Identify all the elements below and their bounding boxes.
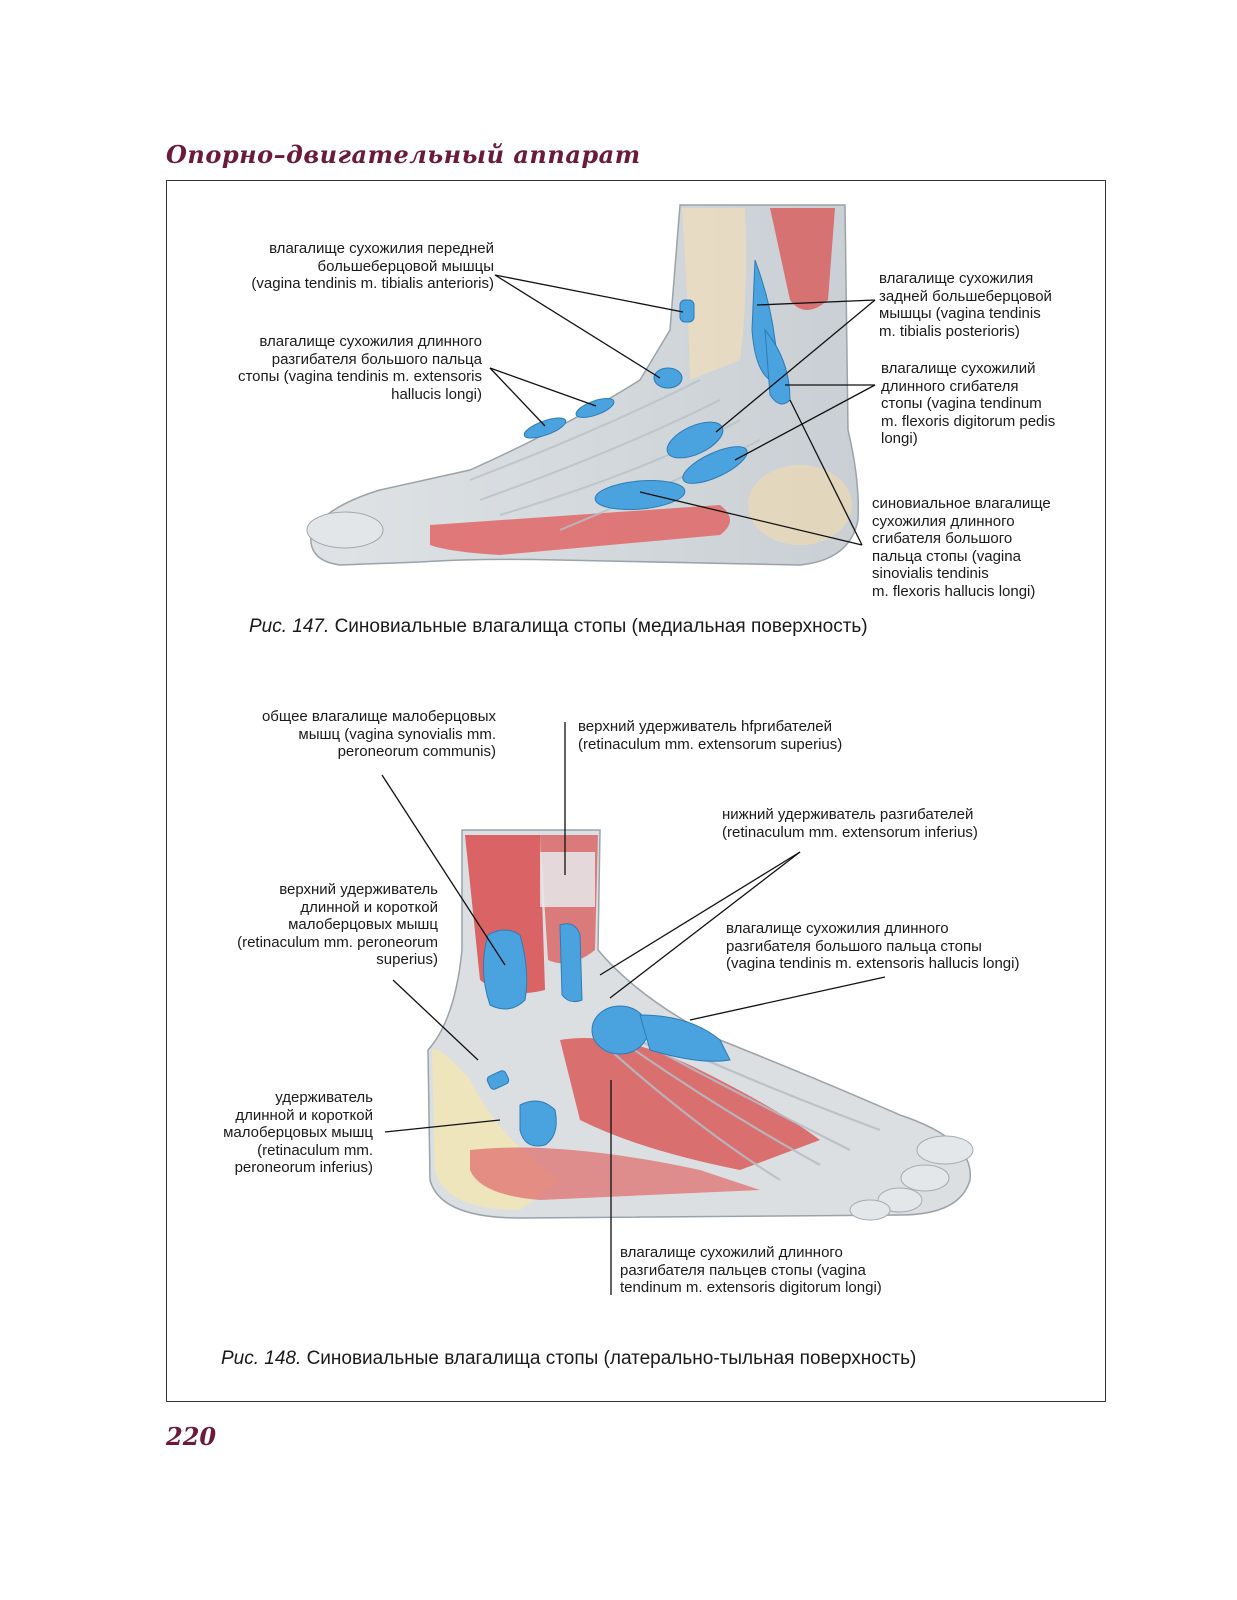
retinaculum-band: [540, 852, 595, 907]
figure-147-illustration: [306, 204, 876, 566]
label-tibialis-anterior-sheath: влагалище сухожилия передней большеберцо…: [251, 240, 494, 292]
figure-frame: [166, 180, 1106, 1402]
label-extensor-superior-retinaculum: верхний удерживатель hfргибателей (retin…: [578, 718, 843, 753]
synovial-sheaths-lateral: [482, 923, 731, 1147]
figure-147-title: Синовиальные влагалища стопы (медиальная…: [334, 616, 868, 637]
figure-148-caption: Рис. 148. Синовиальные влагалища стопы (…: [221, 1348, 916, 1370]
leader-lines-148: [381, 722, 886, 1295]
calf-muscles: [770, 208, 835, 310]
label-extensor-hallucis-sheath-147: влагалище сухожилия длинного разгибателя…: [237, 333, 482, 403]
label-flexor-hallucis-sheath: синовиальное влагалище сухожилия длинног…: [872, 495, 1051, 600]
page-number: 220: [166, 1422, 217, 1451]
label-tibialis-posterior-sheath: влагалище сухожилия задней большеберцово…: [879, 270, 1052, 340]
figure-148-title: Синовиальные влагалища стопы (латерально…: [306, 1348, 917, 1369]
abductor-hallucis-muscle: [430, 505, 730, 555]
label-peroneal-common-sheath: общее влагалище малоберцовых мышц (vagin…: [261, 708, 496, 760]
label-extensor-digitorum-sheath: влагалище сухожилий длинного разгибателя…: [620, 1244, 882, 1296]
label-extensor-inferior-retinaculum: нижний удерживатель разгибателей (retina…: [722, 806, 978, 841]
section-header: Опорно–двигательный аппарат: [166, 140, 641, 169]
figure-148-illustration: [381, 722, 974, 1295]
synovial-sheaths-medial: [523, 259, 791, 510]
tendon-fibers-lateral: [609, 1019, 881, 1181]
toes-lateral: [849, 1135, 974, 1221]
label-peroneal-superior-retinaculum: верхний удерживатель длинной и короткой …: [237, 881, 438, 968]
label-extensor-hallucis-sheath-148: влагалище сухожилия длинного разгибателя…: [726, 920, 1020, 972]
figure-147-caption: Рис. 147. Синовиальные влагалища стопы (…: [249, 616, 868, 638]
big-toe: [306, 511, 384, 549]
calcaneus-bone: [748, 465, 852, 545]
tibia-bone: [682, 208, 746, 380]
figure-147-number: Рис. 147.: [249, 616, 330, 637]
label-peroneal-inferior-retinaculum: удерживатель длинной и короткой малоберц…: [223, 1089, 373, 1176]
sole-muscles: [470, 1147, 760, 1200]
extensor-digitorum-brevis: [560, 1038, 820, 1170]
leader-lines-147: [489, 274, 876, 546]
figure-148-number: Рис. 148.: [221, 1348, 302, 1369]
label-flexor-digitorum-sheath: влагалище сухожилий длинного сгибателя с…: [881, 360, 1056, 447]
